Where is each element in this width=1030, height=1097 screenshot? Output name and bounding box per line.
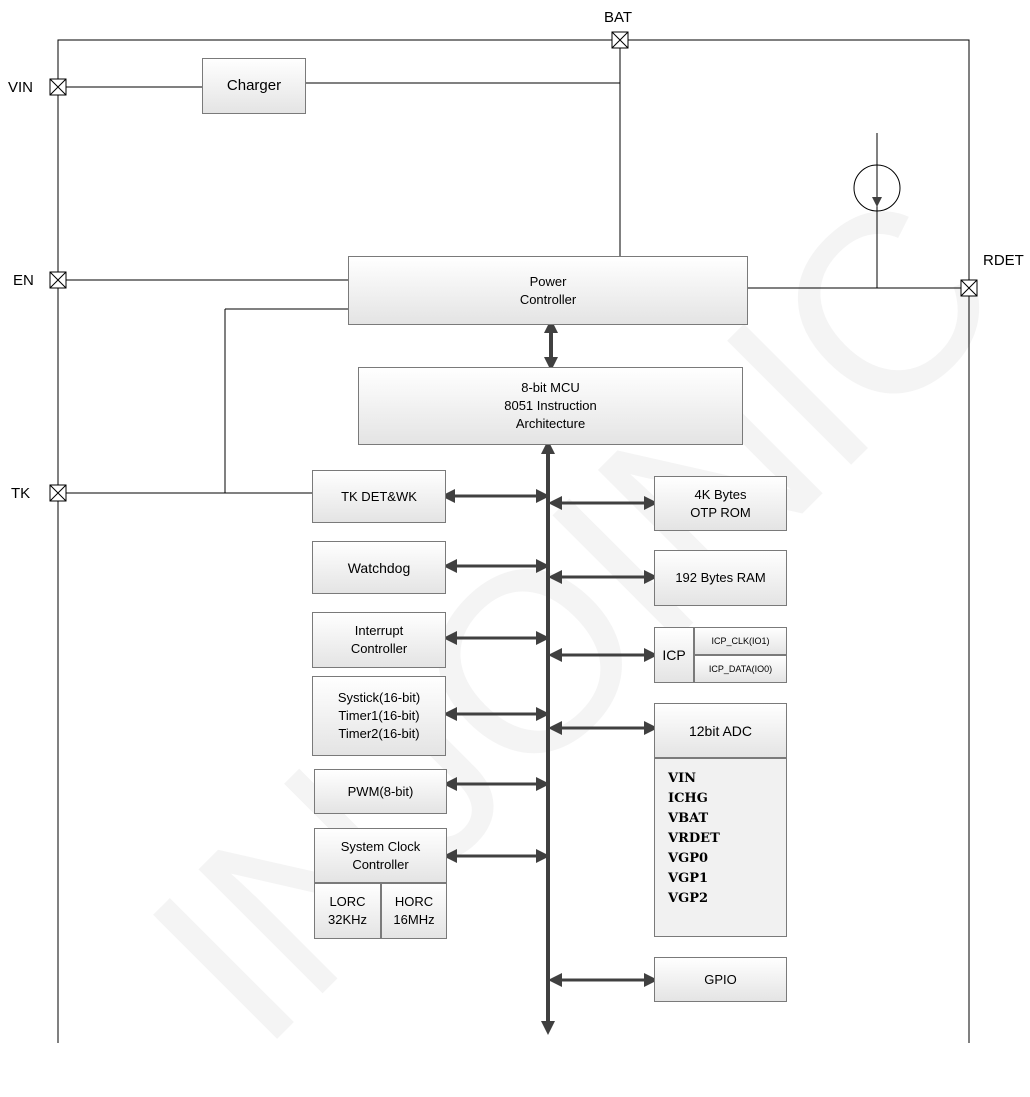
power-controller-block: Power Controller (348, 256, 748, 325)
pin-symbols (49, 31, 978, 502)
mcu-line1: 8-bit MCU (521, 380, 580, 395)
timers-block: Systick(16-bit) Timer1(16-bit) Timer2(16… (312, 676, 446, 756)
icp-clk-label: ICP_CLK(IO1) (711, 636, 770, 646)
tk-det-block: TK DET&WK (312, 470, 446, 523)
adc-block: 12bit ADC (654, 703, 787, 758)
charger-label: Charger (226, 77, 282, 94)
gpio-label: GPIO (704, 971, 737, 987)
timers-line2: Timer1(16-bit) (338, 708, 420, 723)
interrupt-controller-block: Interrupt Controller (312, 612, 446, 668)
gpio-block: GPIO (654, 957, 787, 1002)
adc-channel: ICHG (668, 791, 708, 806)
charger-block: Charger (202, 58, 306, 114)
otp-line2: OTP ROM (690, 504, 751, 520)
pin-label-vin: VIN (8, 79, 34, 96)
mcu-line2: 8051 Instruction (504, 398, 597, 413)
sys-clock-line2: Controller (352, 856, 409, 872)
mcu-line3: Architecture (515, 416, 586, 431)
icp-block: ICP (654, 627, 694, 683)
adc-label: 12bit ADC (688, 722, 753, 739)
adc-channel: VGP1 (668, 871, 709, 886)
watchdog-block: Watchdog (312, 541, 446, 594)
interrupt-line1: Interrupt (354, 623, 404, 638)
power-controller-line1: Power (529, 273, 567, 289)
horc-line1: HORC (394, 894, 434, 909)
lorc-line2: 32KHz (327, 912, 368, 927)
otp-line1: 4K Bytes (694, 486, 747, 502)
watchdog-label: Watchdog (347, 559, 411, 576)
icp-data-label: ICP_DATA(IO0) (708, 664, 773, 674)
pin-label-en: EN (13, 272, 34, 289)
ram-block: 192 Bytes RAM (654, 550, 787, 606)
adc-channel: VRDET (668, 831, 720, 846)
lorc-block: LORC 32KHz (314, 883, 381, 939)
power-controller-line2: Controller (519, 291, 577, 307)
pwm-block: PWM(8-bit) (314, 769, 447, 814)
otp-rom-block: 4K Bytes OTP ROM (654, 476, 787, 531)
adc-channel-list: VIN ICHG VBAT VRDET VGP0 VGP1 VGP2 (654, 758, 787, 937)
adc-channel: VGP0 (668, 851, 709, 866)
horc-block: HORC 16MHz (381, 883, 447, 939)
system-clock-block: System Clock Controller (314, 828, 447, 883)
interrupt-line2: Controller (350, 641, 408, 656)
pwm-label: PWM(8-bit) (347, 783, 414, 799)
pin-label-rdet: RDET (983, 252, 1024, 269)
timers-line1: Systick(16-bit) (337, 690, 421, 705)
adc-channel: VIN (668, 771, 697, 786)
icp-label: ICP (662, 647, 686, 663)
chip-border (57, 39, 970, 1043)
sys-clock-line1: System Clock (340, 838, 421, 854)
tk-det-label: TK DET&WK (341, 488, 417, 504)
ram-label: 192 Bytes RAM (675, 570, 766, 585)
pin-label-tk: TK (11, 485, 31, 502)
adc-channel: VGP2 (668, 891, 709, 906)
icp-data-block: ICP_DATA(IO0) (694, 655, 787, 683)
timers-line3: Timer2(16-bit) (338, 726, 420, 741)
horc-line2: 16MHz (393, 912, 435, 927)
adc-channel: VBAT (668, 811, 709, 826)
mcu-block: 8-bit MCU 8051 Instruction Architecture (358, 367, 743, 445)
pin-label-bat: BAT (604, 9, 633, 26)
icp-clk-block: ICP_CLK(IO1) (694, 627, 787, 655)
lorc-line1: LORC (329, 894, 366, 909)
wiring (49, 31, 978, 1043)
current-source-symbol (853, 164, 901, 212)
